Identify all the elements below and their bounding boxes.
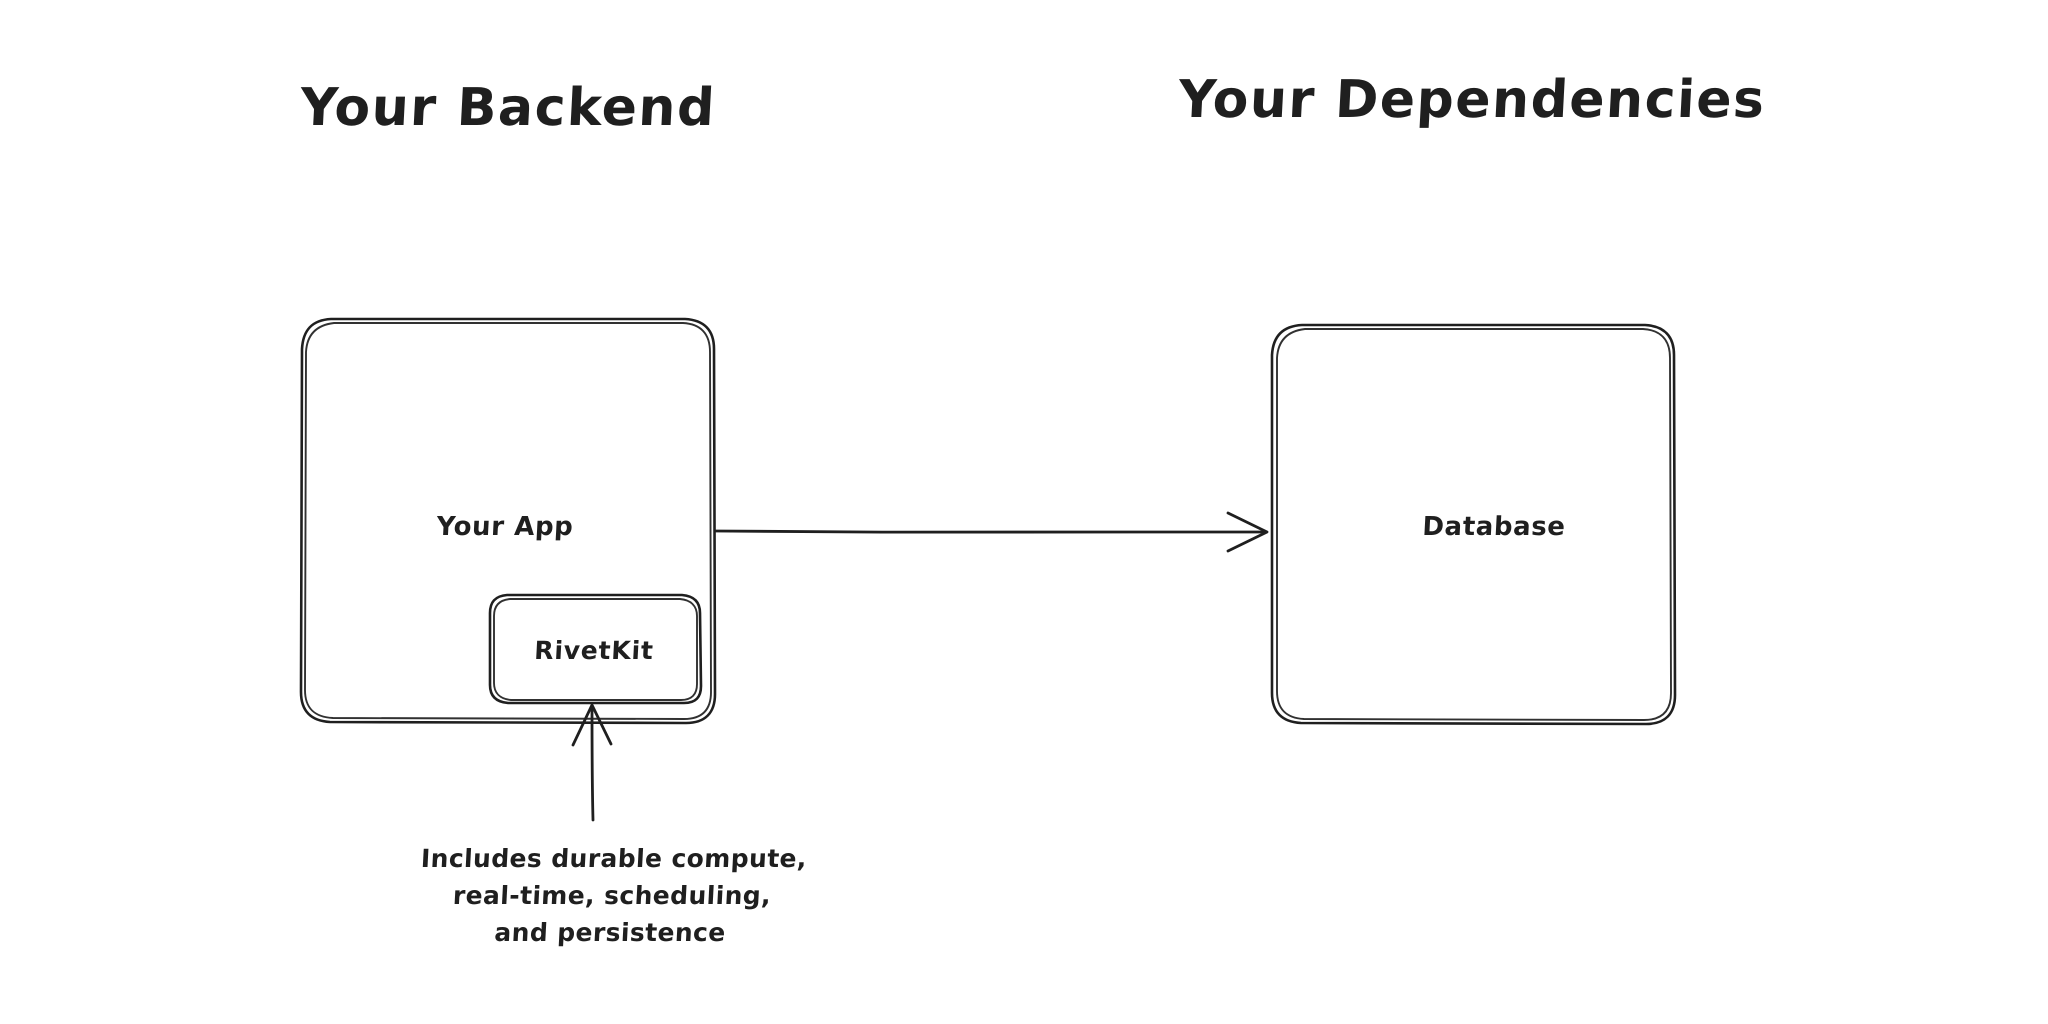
node-label-database: Database [1421, 512, 1567, 542]
group-title-dependencies: Your Dependencies [1176, 70, 1768, 130]
edge-app-to-database [714, 511, 1269, 553]
caption-line-2: real-time, scheduling, [452, 881, 772, 910]
annotation-rivetkit-caption: Includes durable compute, real-time, sch… [416, 840, 808, 951]
node-box-rivetkit[interactable] [488, 593, 703, 705]
caption-line-1: Includes durable compute, [420, 844, 808, 873]
node-label-your-app: Your App [435, 512, 575, 542]
node-label-rivetkit: RivetKit [533, 636, 655, 665]
edge-caption-to-rivetkit [571, 703, 613, 822]
node-box-your-app[interactable] [299, 317, 717, 725]
group-title-backend: Your Backend [298, 78, 718, 138]
caption-line-3: and persistence [493, 918, 727, 947]
node-box-database[interactable] [1270, 323, 1677, 726]
